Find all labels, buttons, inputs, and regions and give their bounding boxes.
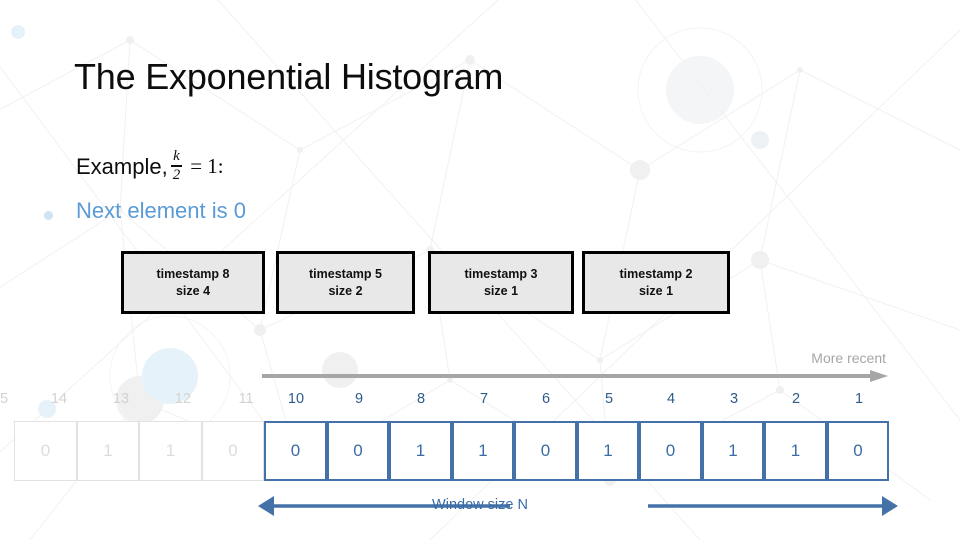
bit-cell-expired: 0 [202,421,264,481]
timeline-tick-label: 11 [238,391,254,407]
bucket-box: timestamp 3 size 1 [428,251,574,314]
timeline-tick-label: 14 [50,391,68,407]
bit-cell-active: 0 [639,421,702,481]
timeline-tick-label: 2 [791,391,801,407]
more-recent-arrow-icon [262,370,888,382]
bit-cell-active: 1 [702,421,764,481]
fraction-bar [170,165,183,167]
more-recent-label: More recent [811,350,886,366]
timeline-tick-label: 9 [354,391,364,407]
bit-cell-active: 1 [764,421,827,481]
bucket-timestamp-label: timestamp 8 [156,266,230,281]
bucket-box: timestamp 2 size 1 [582,251,730,314]
fraction-denominator: 2 [172,166,181,183]
bucket-timestamp-label: timestamp 2 [619,266,693,281]
bucket-size-label: size 2 [328,283,363,298]
timeline-tick-label: 8 [416,391,426,407]
timeline-tick-label: 7 [479,391,489,407]
timeline-tick-label: 15 [0,391,9,407]
fraction-k-over-2: k 2 [170,148,183,183]
page-title: The Exponential Histogram [74,56,504,97]
bit-cell-active: 1 [389,421,452,481]
bit-cell-expired: 1 [139,421,202,481]
bucket-box: timestamp 5 size 2 [276,251,415,314]
equals-value-text: = 1: [190,154,224,179]
bit-cell-active: 0 [827,421,889,481]
timeline-tick-label: 3 [729,391,739,407]
timeline-tick-label: 6 [541,391,551,407]
bullet-dot-icon [44,211,53,220]
fraction-numerator: k [173,148,180,164]
bucket-box: timestamp 8 size 4 [121,251,265,314]
window-size-arrow-icon [258,496,898,516]
example-prefix-text: Example, [76,153,168,179]
timeline-ruler: 15 14 13 12 11 10 9 8 7 6 5 4 3 2 1 [0,391,960,413]
example-formula-line: Example, k 2 = 1: [76,148,224,184]
timeline-tick-label: 4 [666,391,676,407]
bit-cell-active: 0 [327,421,389,481]
bucket-timestamp-label: timestamp 3 [464,266,538,281]
timeline-tick-label: 12 [174,391,192,407]
timeline-tick-label: 10 [287,391,305,407]
next-element-text: Next element is 0 [76,198,246,223]
bucket-timestamp-label: timestamp 5 [309,266,382,281]
bit-cell-active: 0 [264,421,327,481]
bit-cell-expired: 1 [77,421,139,481]
bit-cell-expired: 0 [14,421,77,481]
bit-cell-active: 1 [577,421,639,481]
bit-cell-active: 0 [514,421,577,481]
bucket-size-label: size 1 [483,283,519,298]
timeline-tick-label: 13 [112,391,130,407]
bit-cell-active: 1 [452,421,514,481]
bucket-size-label: size 4 [175,283,211,298]
timeline-tick-label: 1 [854,391,864,407]
bucket-size-label: size 1 [638,283,674,298]
timeline-tick-label: 5 [604,391,614,407]
